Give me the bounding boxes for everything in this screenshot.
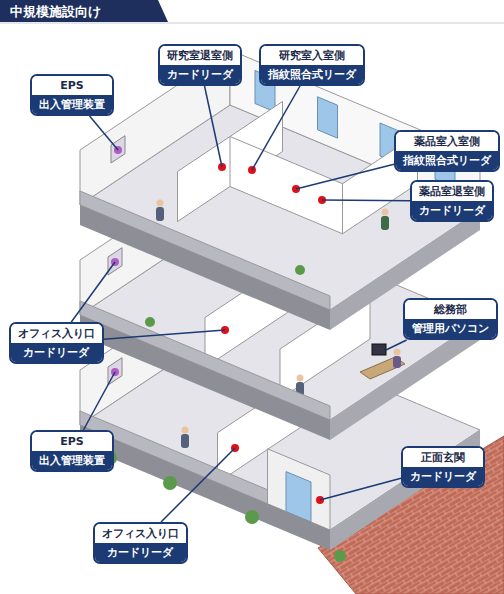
leader-line — [90, 116, 118, 150]
callout-box: オフィス入り口カードリーダ — [93, 522, 188, 564]
leader-line — [386, 340, 407, 350]
callout-box: 薬品室入室側指紋照合式リーダ — [394, 130, 500, 172]
leader-line — [104, 330, 226, 339]
callout-heading: オフィス入り口 — [11, 324, 102, 343]
callout-label: 指紋照合式リーダ — [261, 65, 363, 84]
callout-heading: 総務部 — [405, 300, 496, 319]
callout-label: カードリーダ — [412, 201, 492, 220]
callout-box: オフィス入り口カードリーダ — [9, 322, 104, 364]
leader-line — [205, 86, 222, 167]
leader-line — [252, 86, 300, 170]
callout-heading: 正面玄関 — [403, 448, 483, 467]
callout-box: EPS出入管理装置 — [30, 430, 114, 472]
callout-box: 正面玄関カードリーダ — [401, 446, 485, 488]
callout-label: カードリーダ — [11, 343, 102, 362]
callout-label: 出入管理装置 — [32, 95, 112, 114]
callout-heading: オフィス入り口 — [95, 524, 186, 543]
callout-box: 薬品室退室側カードリーダ — [410, 180, 494, 222]
callout-box: 研究室入室側指紋照合式リーダ — [259, 44, 365, 86]
callout-heading: 薬品室入室側 — [396, 132, 498, 151]
callout-heading: EPS — [32, 76, 112, 95]
callout-label: 指紋照合式リーダ — [396, 151, 498, 170]
callout-box: 総務部管理用パソコン — [403, 298, 498, 340]
callout-box: 研究室退室側カードリーダ — [158, 44, 242, 86]
leader-line — [320, 478, 401, 500]
callout-label: カードリーダ — [95, 543, 186, 562]
callout-label: カードリーダ — [403, 467, 483, 486]
leader-line — [83, 372, 115, 430]
leader-line — [296, 164, 394, 189]
callout-label: カードリーダ — [160, 65, 240, 84]
leader-line — [322, 199, 410, 201]
title-text: 中規模施設向け — [10, 3, 101, 20]
callout-box: EPS出入管理装置 — [30, 74, 114, 116]
leader-line — [71, 262, 115, 322]
callout-heading: EPS — [32, 432, 112, 451]
callout-label: 管理用パソコン — [405, 319, 496, 338]
title-tab — [0, 0, 168, 22]
title-rule — [0, 23, 504, 24]
callout-heading: 研究室退室側 — [160, 46, 240, 65]
callout-label: 出入管理装置 — [32, 451, 112, 470]
callout-heading: 薬品室退室側 — [412, 182, 492, 201]
callout-heading: 研究室入室側 — [261, 46, 363, 65]
leader-line — [161, 448, 235, 522]
